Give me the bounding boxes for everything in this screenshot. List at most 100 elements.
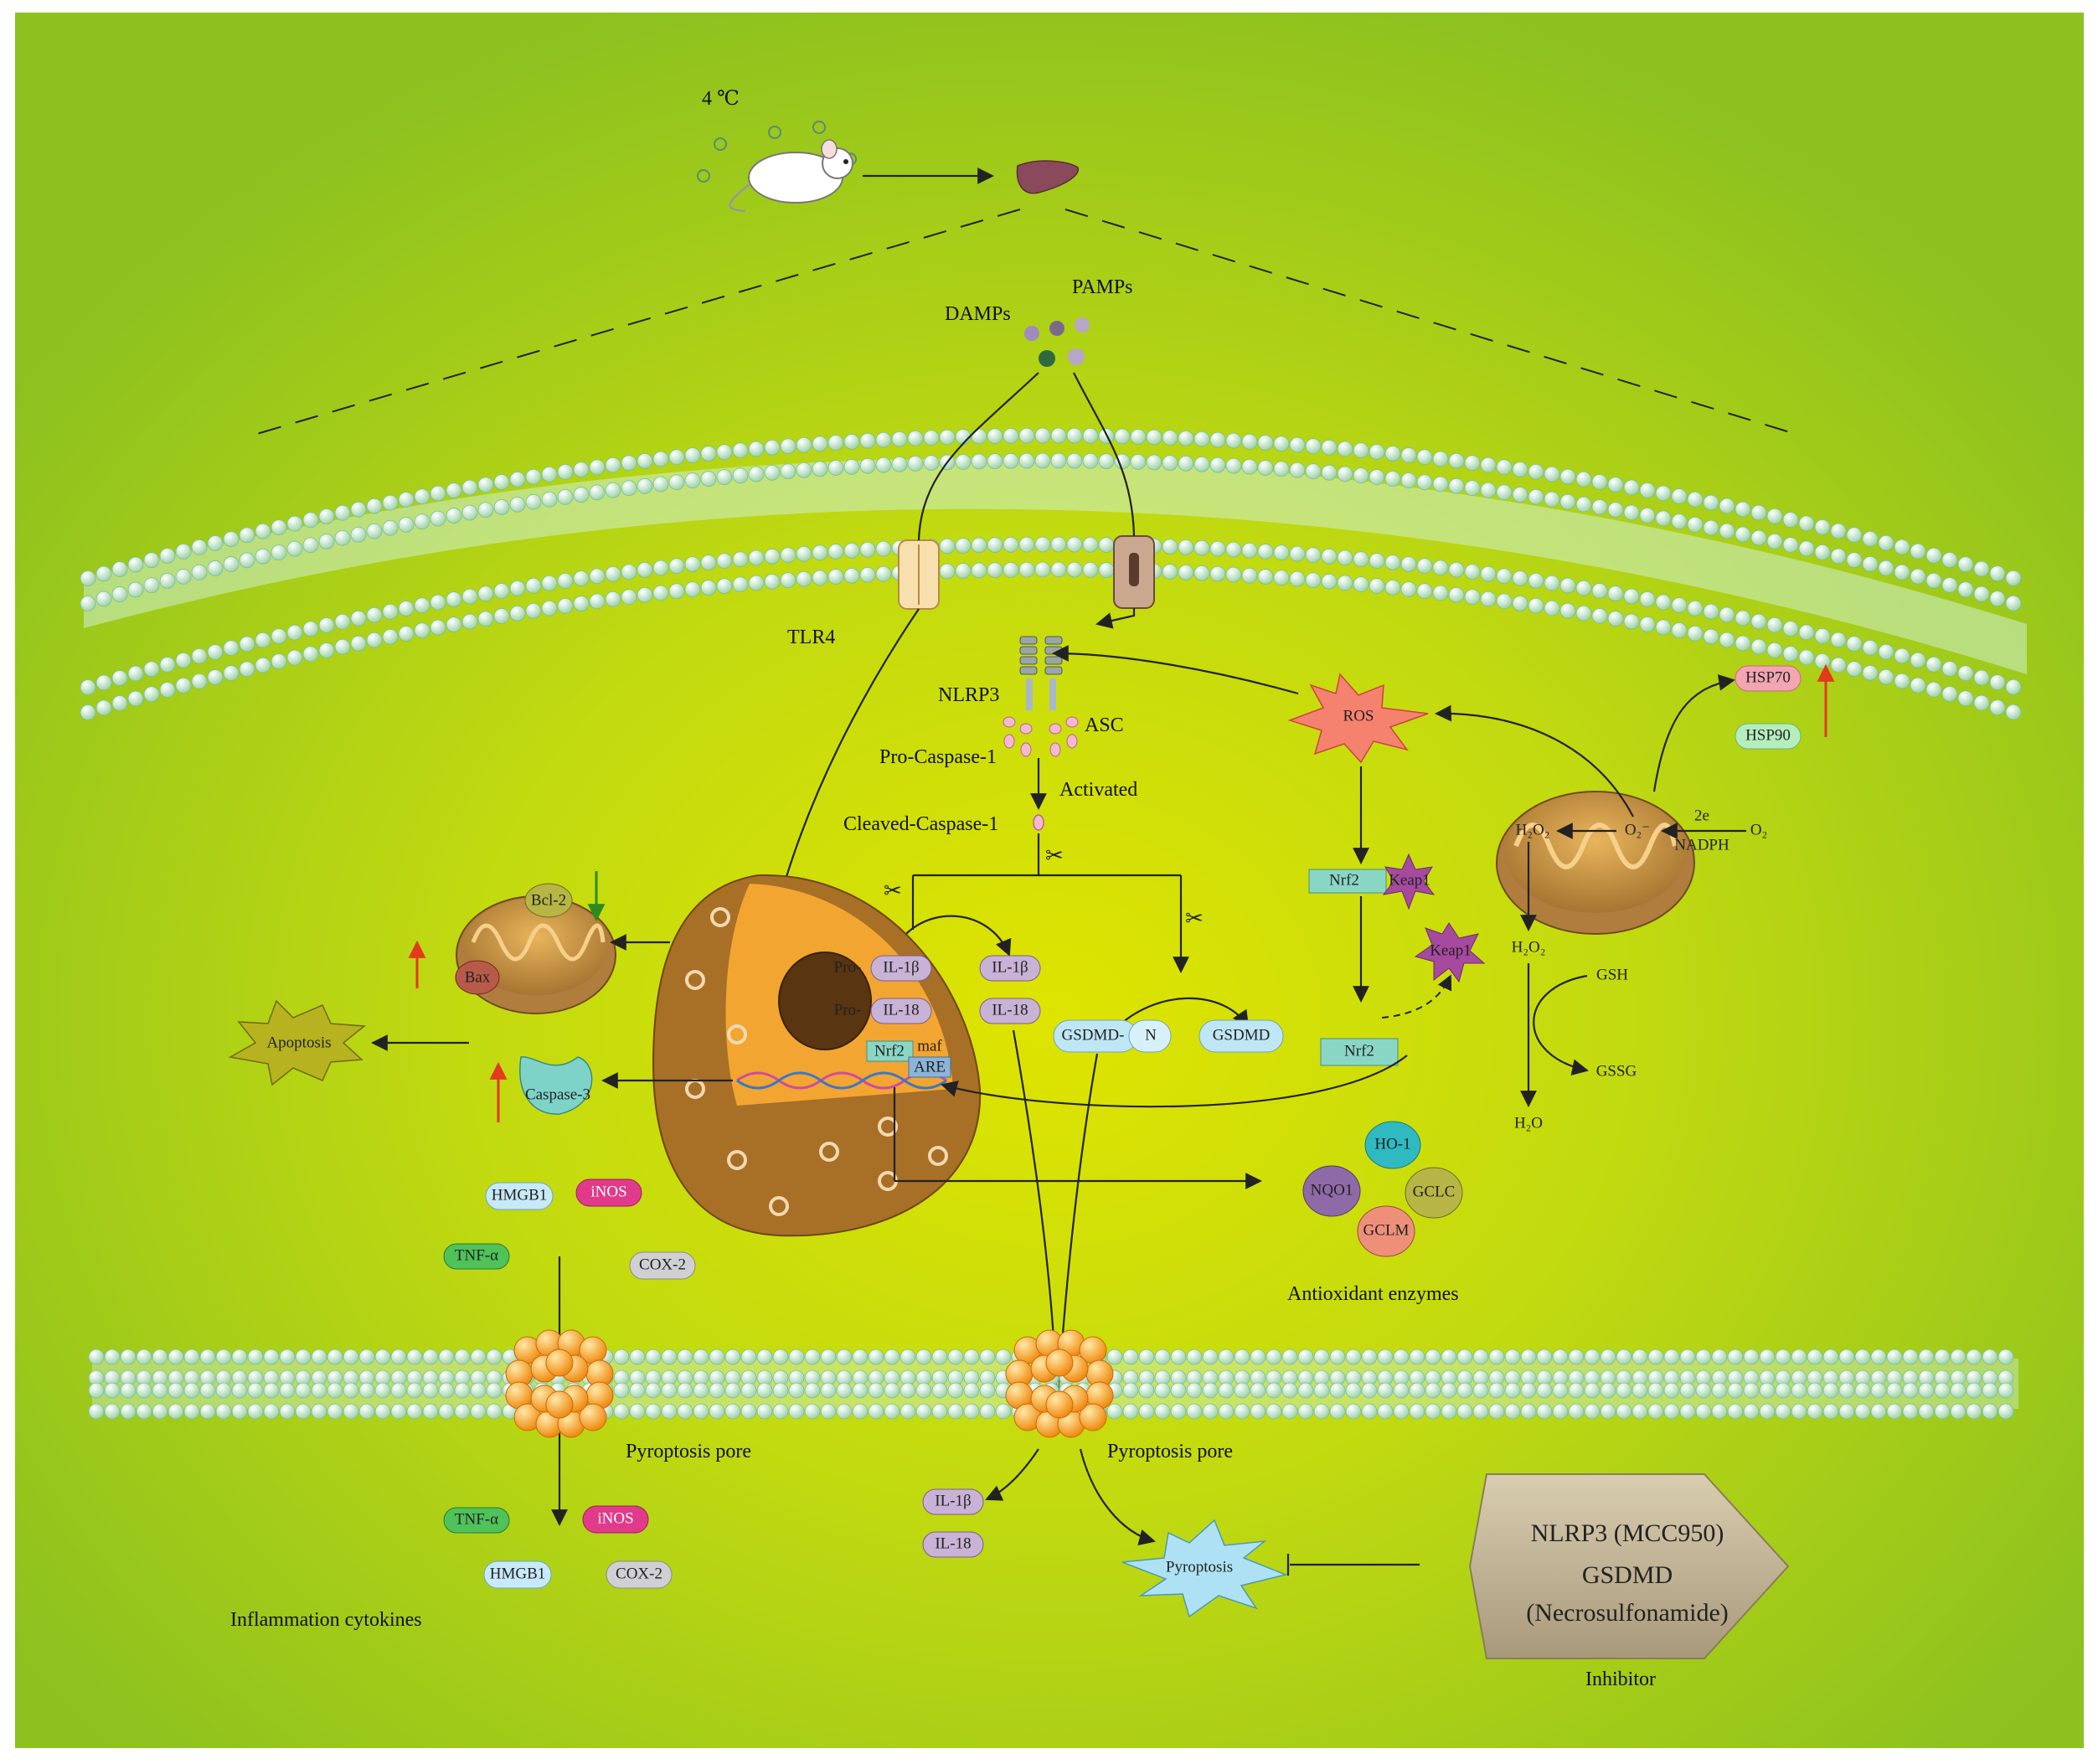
lipid-head: [1719, 523, 1735, 539]
nlrp3-label: NLRP3: [938, 684, 999, 706]
lipid-head: [1512, 570, 1528, 586]
receptor-to-nlrp3-arrow: [1095, 608, 1136, 629]
lipid-head: [820, 1382, 837, 1399]
lipid-head: [1345, 1382, 1362, 1399]
lipid-head: [1257, 544, 1274, 560]
lipid-head: [1559, 602, 1576, 619]
lipid-head: [788, 1403, 805, 1420]
lipid-head: [1178, 430, 1194, 446]
diagram-background: [15, 13, 2084, 1748]
gsh-to-gssg-arrow: [1533, 974, 1589, 1075]
lipid-head: [2005, 570, 2022, 586]
lipid-head: [430, 619, 446, 636]
lipid-head: [995, 1349, 1012, 1365]
lipid-head: [1321, 464, 1338, 481]
lipid-head: [1591, 607, 1608, 624]
lipid-head: [111, 586, 128, 602]
lipid-head: [1432, 585, 1449, 601]
lipid-head: [374, 1349, 391, 1365]
lipid-head: [239, 636, 255, 652]
lipid-head: [1377, 1382, 1394, 1399]
lipid-head: [780, 547, 796, 564]
lipid-head: [875, 540, 892, 557]
lipid-head: [302, 512, 319, 529]
lipid-head: [1456, 1382, 1473, 1399]
lipid-head: [1225, 457, 1242, 474]
lipid-head: [350, 610, 367, 627]
lipid-head: [1798, 624, 1815, 641]
lipid-head: [1034, 427, 1051, 444]
lipid-head: [1711, 1382, 1728, 1399]
lipid-head: [1750, 504, 1767, 521]
lipid-head: [1186, 1382, 1203, 1399]
lipid-head: [223, 531, 240, 547]
pyroptosis-pore-right: [1005, 1329, 1114, 1438]
lipid-head: [1114, 428, 1131, 445]
lipid-head: [915, 1403, 932, 1420]
lipid-head: [1782, 646, 1799, 662]
lipid-head: [334, 529, 351, 546]
lipid-head: [1750, 638, 1767, 655]
lipid-head: [1313, 1349, 1330, 1365]
lipid-head: [255, 548, 271, 565]
lipid-head: [1623, 504, 1640, 521]
lipid-head: [1409, 1403, 1425, 1420]
caspase3-icon: [519, 1056, 593, 1115]
lipid-head: [1441, 1382, 1457, 1399]
lipid-head: [454, 1382, 471, 1399]
lipid-head: [1193, 431, 1210, 447]
lipid-head: [1759, 1382, 1776, 1399]
lipid-head: [1122, 1403, 1139, 1420]
gsdmd-full-label: GSDMD-: [1062, 1026, 1125, 1044]
lipid-head: [454, 1403, 471, 1420]
damps-label: DAMPs: [945, 303, 1011, 325]
lipid-head: [732, 467, 749, 484]
lipid-head: [454, 1349, 471, 1365]
lipid-head: [852, 1403, 869, 1420]
lipid-head: [1050, 561, 1067, 578]
lipid-head: [1512, 462, 1528, 477]
lipid-head: [1337, 549, 1353, 566]
lipid-head: [1321, 573, 1338, 590]
lipid-head: [668, 474, 685, 491]
lipid-head: [677, 1349, 693, 1365]
lipid-head: [1393, 1382, 1410, 1399]
lipid-head: [127, 665, 144, 682]
lipid-head: [843, 567, 860, 584]
lipid-head: [764, 439, 781, 456]
lipid-head: [1584, 1382, 1601, 1399]
il18-label: IL-18: [992, 1001, 1028, 1019]
lipid-head: [1973, 560, 1990, 577]
lipid-head: [1982, 1382, 1998, 1399]
lipid-head: [1353, 551, 1369, 568]
lipid-head: [1798, 540, 1815, 557]
lipid-head: [350, 501, 367, 518]
lipid-head: [1066, 561, 1083, 578]
gsh-label: GSH: [1596, 966, 1628, 983]
lipid-head: [1934, 1382, 1951, 1399]
lipid-head: [1321, 439, 1338, 456]
lipid-head: [143, 552, 160, 569]
lipid-head: [1281, 1403, 1298, 1420]
lipid-head: [1607, 477, 1624, 493]
lipid-head: [1982, 1349, 1998, 1365]
scissors-icon: ✂: [1045, 843, 1064, 868]
lipid-head: [1512, 596, 1528, 611]
nrf2-free-label: Nrf2: [1344, 1042, 1374, 1060]
lipid-head: [891, 431, 908, 447]
lipid-head: [191, 673, 208, 689]
lipid-head: [652, 560, 669, 576]
lipid-head: [827, 569, 844, 585]
lipid-head: [374, 1403, 391, 1420]
lipid-head: [804, 1403, 821, 1420]
lipid-head: [111, 670, 128, 686]
lipid-head: [1607, 502, 1624, 518]
gsdmd-label: GSDMD: [1213, 1026, 1271, 1044]
lipid-head: [923, 455, 940, 472]
lipid-head: [1432, 560, 1449, 576]
lipid-head: [263, 1403, 280, 1420]
mitochondrion-right: [1496, 791, 1695, 935]
lipid-head: [939, 538, 956, 554]
pyroptosis-label: Pyroptosis: [1166, 1558, 1233, 1576]
